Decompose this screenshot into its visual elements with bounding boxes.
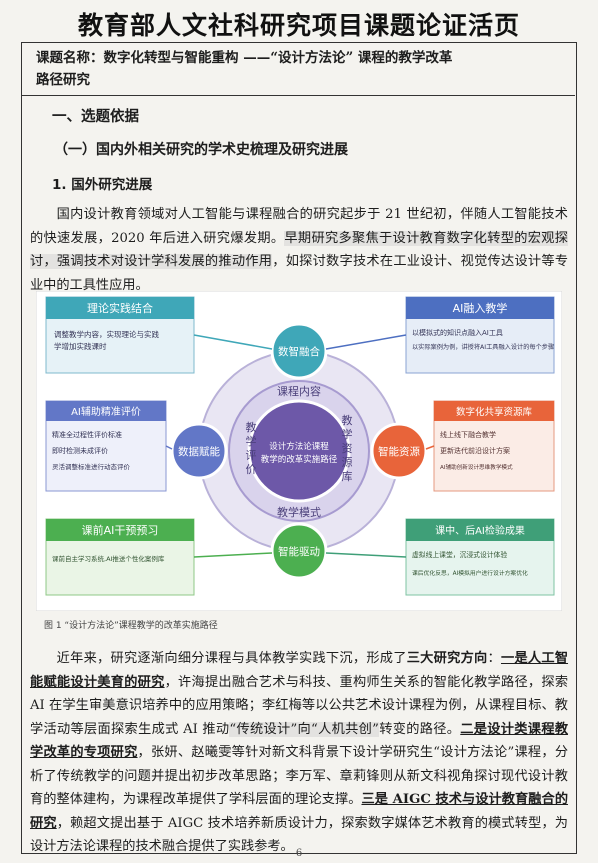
figure-caption: 图 1 “设计方法论”课程教学的改革实施路径	[44, 621, 218, 631]
box-tr-item-2: 以实际案例为例，讲授将AI工具融入设计的每个步骤	[412, 343, 554, 351]
para2-s1: 近年来，研究逐渐向细分课程与具体教学实践下沉，形成了	[56, 651, 407, 666]
box-mr-item-2: 更新迭代前沿设计方案	[440, 446, 510, 455]
box-mr-item-3: AI辅助创新设计思维教学模式	[440, 463, 513, 471]
box-br-title: 课中、后AI检验成果	[435, 524, 525, 537]
topic-row: 课题名称：数字化转型与智能重构 ——“设计方法论” 课程的教学改革 路径研究	[22, 43, 575, 96]
direction-one: 一是人工智能赋能设计美育的研究	[30, 651, 569, 690]
box-pre-class: 课前AI干预预习 课前自主学习系统,AI推送个性化案例库	[45, 518, 195, 596]
svg-text:教: 教	[342, 414, 353, 427]
connector-tl	[193, 334, 273, 350]
box-ai-teaching: AI融入教学 以模拟式的知识点融入AI工具 以实际案例为例，讲授将AI工具融入设…	[405, 296, 555, 374]
topic-text: 课题名称：数字化转型与智能重构 ——“设计方法论” 课程的教学改革 路径研究	[36, 47, 566, 91]
para1-c: ，如探讨数字技术在工业设计、视觉传达设计等专业中的工具性应用。	[30, 254, 569, 293]
svg-text:评: 评	[246, 449, 257, 462]
box-ml-item-1: 精准全过程性评价标准	[52, 430, 122, 439]
para2-highlight: “传统设计”向“人机共创”	[229, 721, 379, 737]
page-title: 教育部人文社科研究项目课题论证活页	[77, 11, 520, 40]
ring-label-left: 教 学 评 价	[246, 421, 257, 476]
center-line-1: 设计方法论课程	[269, 441, 329, 452]
box-in-after-class: 课中、后AI检验成果 虚拟线上课堂，沉浸式设计体验 课后优化反思，AI模拟用户进…	[405, 518, 555, 596]
box-bl-item-1: 课前自主学习系统,AI推送个性化案例库	[52, 554, 165, 563]
box-br-item-2: 课后优化反思，AI模拟用户进行设计方案优化	[412, 569, 528, 577]
node-top	[270, 322, 328, 380]
ring-label-top: 课程内容	[277, 384, 321, 398]
subsection-heading: （一）国内外相关研究的学术史梳理及研究进展	[54, 142, 348, 158]
sub-subsection-heading: 1. 国外研究进展	[52, 177, 153, 193]
box-tl-item-1: 调整教学内容，实现理论与实践	[54, 329, 159, 339]
section-heading: 一、选题依据	[52, 109, 139, 125]
svg-text:资: 资	[342, 442, 353, 455]
box-ml-item-3: 灵活调整标准进行动态评价	[52, 462, 131, 471]
box-mr-item-1: 线上线下融合教学	[440, 430, 496, 439]
connector-mr	[425, 445, 435, 450]
box-ml-item-2: 即时检测未成评价	[52, 446, 108, 455]
topic-name-line2: 路径研究	[36, 72, 90, 88]
box-mr-title: 数字化共享资源库	[456, 406, 533, 418]
center-line-2: 教学的改革实施路径	[261, 454, 338, 465]
direction-three: 三是 AIGC 技术与设计教育融合的研究	[30, 792, 569, 831]
box-bl-title: 课前AI干预预习	[82, 523, 159, 537]
node-left	[170, 422, 228, 480]
center-circle	[247, 399, 351, 503]
node-bottom-label: 智能驱动	[278, 545, 320, 558]
three-directions: 三大研究方向	[406, 651, 488, 666]
svg-text:学: 学	[342, 427, 353, 441]
para2-s3: ，许海提出融合艺术与科技、重构师生关系的智能化教学路径，探索 AI 在学生审美意…	[30, 674, 569, 737]
box-tl-item-2: 学增加实践课时	[54, 341, 107, 351]
box-tr-item-1: 以模拟式的知识点融入AI工具	[412, 328, 503, 337]
para2-s5: 转变的路径。	[378, 721, 461, 737]
form-frame: 课题名称：数字化转型与智能重构 ——“设计方法论” 课程的教学改革 路径研究 一…	[21, 42, 577, 854]
box-theory-practice: 理论实践结合 调整教学内容，实现理论与实践 学增加实践课时	[45, 296, 195, 374]
box-shared-resources: 数字化共享资源库 线上线下融合教学 更新迭代前沿设计方案 AI辅助创新设计思维教…	[433, 400, 555, 492]
ring-label-bottom: 教学模式	[277, 505, 321, 519]
connector-ml	[165, 445, 173, 450]
box-ai-evaluation: AI辅助精准评价 精准全过程性评价标准 即时检测未成评价 灵活调整标准进行动态评…	[45, 400, 167, 492]
node-bottom	[270, 522, 328, 580]
svg-text:教: 教	[246, 421, 257, 434]
connector-tr	[325, 334, 407, 350]
svg-text:库: 库	[342, 470, 353, 483]
topic-name-line1: 数字化转型与智能重构 ——“设计方法论” 课程的教学改革	[103, 50, 453, 66]
para1-a: 国内设计教育领域对人工智能与课程融合的研究起步于 21 世纪初，伴随人工智能技术…	[30, 207, 568, 246]
para2-s1c: ：	[487, 651, 501, 666]
svg-text:学: 学	[246, 434, 257, 448]
box-br-item-1: 虚拟线上课堂，沉浸式设计体验	[412, 550, 507, 559]
box-ml-title: AI辅助精准评价	[71, 405, 141, 418]
node-right	[370, 422, 428, 480]
node-top-label: 数智融合	[278, 345, 320, 358]
svg-text:价: 价	[246, 463, 257, 476]
connector-br	[325, 552, 407, 558]
ring-label-right: 教 学 资 源 库	[342, 414, 353, 483]
node-right-label: 智能资源	[378, 445, 420, 458]
topic-label: 课题名称：	[36, 50, 104, 66]
box-tl-title: 理论实践结合	[87, 301, 153, 315]
reform-path-figure: 理论实践结合 调整教学内容，实现理论与实践 学增加实践课时 AI融入教学 以模拟…	[36, 291, 562, 611]
para2-s9: ，赖超文提出基于 AIGC 技术培养新质设计力，探索数字媒体艺术教育的模式转型，…	[30, 815, 568, 855]
page-number: 6	[295, 848, 303, 859]
connector-bl	[193, 552, 273, 558]
svg-text:源: 源	[342, 455, 353, 469]
box-tr-title: AI融入教学	[453, 301, 508, 315]
node-left-label: 数据赋能	[178, 445, 220, 458]
paragraph-research-directions: 近年来，研究逐渐向细分课程与具体教学实践下沉，形成了三大研究方向：一是人工智能赋…	[30, 647, 568, 859]
paragraph-intro: 国内设计教育领域对人工智能与课程融合的研究起步于 21 世纪初，伴随人工智能技术…	[30, 203, 568, 297]
para2-s7: ，张妍、赵曦雯等针对新文科背景下设计学研究生“设计方法论”课程，分析了传统教学的…	[30, 745, 569, 807]
direction-two: 二是设计类课程教学改革的专项研究	[30, 721, 569, 761]
